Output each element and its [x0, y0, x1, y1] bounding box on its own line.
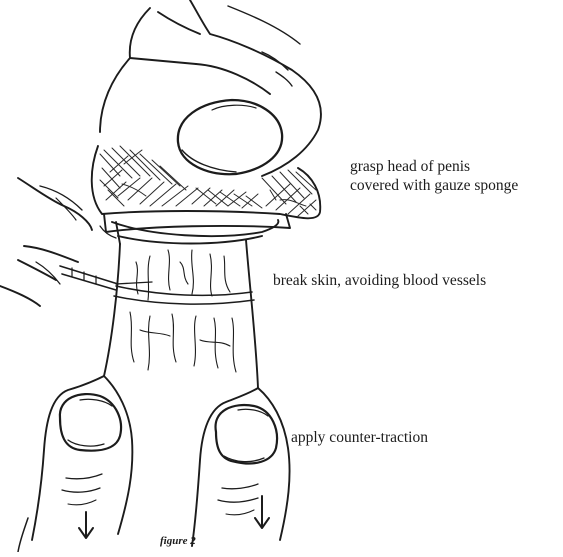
finger-fragment	[18, 518, 28, 552]
shaft	[104, 240, 258, 388]
annotation-traction: apply counter-traction	[291, 428, 428, 447]
finger-left	[32, 376, 132, 540]
annotation-grasp: grasp head of penis covered with gauze s…	[350, 157, 518, 195]
annotation-grasp-line-2: covered with gauze sponge	[350, 176, 518, 195]
figure-label: figure 2	[160, 535, 196, 547]
thumb-top	[100, 0, 321, 176]
corona	[112, 220, 278, 244]
annotation-grasp-line-1: grasp head of penis	[350, 157, 518, 176]
finger-right	[192, 388, 290, 546]
scalpel-hand	[0, 178, 152, 306]
annotation-incision: break skin, avoiding blood vessels	[273, 271, 486, 290]
gauze-sponge	[92, 146, 321, 232]
